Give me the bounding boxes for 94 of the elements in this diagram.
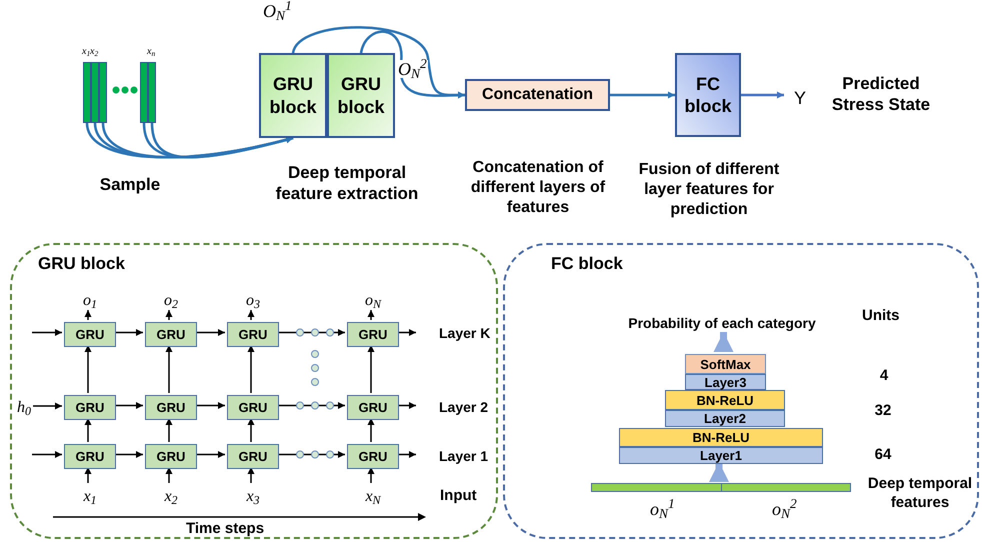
gru-cell: GRU <box>64 395 116 420</box>
dashed-panel <box>503 243 979 539</box>
math-symbol: x$_{N}$ <box>360 485 386 509</box>
arrow <box>368 418 374 442</box>
arrow <box>84 345 92 393</box>
text-label: Deep temporal feature extraction <box>274 162 420 204</box>
arrow <box>166 418 172 442</box>
math-symbol: o$_{2}$ <box>158 290 184 312</box>
arrow <box>741 92 784 98</box>
gru-cell: GRU <box>347 444 399 469</box>
arrow <box>248 467 254 483</box>
arrow <box>368 345 374 393</box>
arrow <box>114 402 143 409</box>
arrow <box>84 467 92 483</box>
text-label: Time steps <box>184 519 266 539</box>
dense-layer: Layer1 <box>619 447 823 464</box>
vector-label: x$_{n}$ <box>147 47 156 57</box>
arrow <box>166 310 172 320</box>
math-symbol: o$_{1}$ <box>77 290 103 312</box>
arrow <box>166 345 172 393</box>
gru-cell: GRU <box>347 395 399 420</box>
node-caption: Fusion of different layer features for prediction <box>638 160 780 220</box>
gru-cell: GRU <box>145 395 197 420</box>
arrow <box>248 310 254 320</box>
dense-layer: Layer3 <box>685 374 766 390</box>
math-symbol: x$_{1}$ <box>77 485 103 509</box>
arrow <box>248 345 254 393</box>
category-probability-text: Probability of each category <box>602 312 842 334</box>
sample-bar <box>140 62 148 123</box>
node-caption: Concatenation of different layers of features <box>470 158 606 218</box>
arrow <box>32 329 62 336</box>
arrow <box>610 92 675 98</box>
math-symbol: h$_{0}$ <box>13 396 35 420</box>
arrow <box>248 418 254 442</box>
arrow <box>114 451 143 458</box>
arrow <box>368 467 374 483</box>
gru-cell: GRU <box>145 322 197 347</box>
gru-cell: GRU <box>145 444 197 469</box>
arrow <box>397 329 416 336</box>
arrow <box>397 402 416 409</box>
arrow <box>84 418 92 442</box>
softmax-layer: SoftMax <box>685 354 766 374</box>
text-label: Units <box>862 306 900 326</box>
concatenation-box: Concatenation <box>465 79 610 111</box>
arrow <box>166 467 172 483</box>
arrow <box>397 451 416 458</box>
gru-cell: GRU <box>227 444 279 469</box>
bn-relu-layer: BN-ReLU <box>665 390 785 410</box>
math-symbol: x$_{3}$ <box>240 485 266 509</box>
output-symbol: Y <box>788 86 812 110</box>
math-symbol: x$_{2}$ <box>158 485 184 509</box>
text-label: Layer 2 <box>439 398 490 417</box>
dashed-panel <box>10 243 498 539</box>
feature-bar <box>591 483 851 492</box>
dense-layer: Layer2 <box>665 410 785 427</box>
text-label: Sample <box>98 174 162 196</box>
fc-block: FC block <box>675 53 741 137</box>
gru-cell: GRU <box>64 444 116 469</box>
gru-cell: GRU <box>227 322 279 347</box>
gru-cell: GRU <box>227 395 279 420</box>
arrow <box>714 332 734 352</box>
vector-label: x$_{2}$ <box>90 47 98 57</box>
text-label: 4 <box>878 366 890 386</box>
arrow <box>277 329 345 336</box>
arrow <box>277 451 345 458</box>
text-label: Input <box>440 486 478 506</box>
text-label: Layer K <box>439 324 492 343</box>
arrow <box>709 462 729 482</box>
math-symbol: o$_{3}$ <box>240 290 266 312</box>
arrow <box>277 402 345 409</box>
text-label: 32 <box>874 401 892 421</box>
arrow <box>84 310 92 320</box>
arrow <box>33 402 62 410</box>
gru-block: GRU block <box>259 53 327 138</box>
gru-cell: GRU <box>347 322 399 347</box>
arrow <box>368 310 374 320</box>
arrow <box>195 329 225 336</box>
arrow <box>32 451 62 458</box>
panel-title: FC block <box>551 253 623 275</box>
text-label: 64 <box>874 445 892 465</box>
math-symbol: o$_{N}$ <box>360 290 386 312</box>
arrow <box>195 451 225 458</box>
vector-label: x$_{1}$ <box>82 47 90 57</box>
text-label: Predicted Stress State <box>830 73 932 116</box>
text-label: Deep temporal features <box>866 475 974 512</box>
panel-title: GRU block <box>38 253 125 275</box>
gru-cell: GRU <box>64 322 116 347</box>
bn-relu-layer: BN-ReLU <box>619 428 823 447</box>
arrow <box>360 30 466 99</box>
text-label: Layer 1 <box>439 447 490 466</box>
sample-bar <box>99 62 107 123</box>
arrow <box>195 402 225 409</box>
gru-block: GRU block <box>327 53 395 138</box>
arrow <box>114 329 143 336</box>
